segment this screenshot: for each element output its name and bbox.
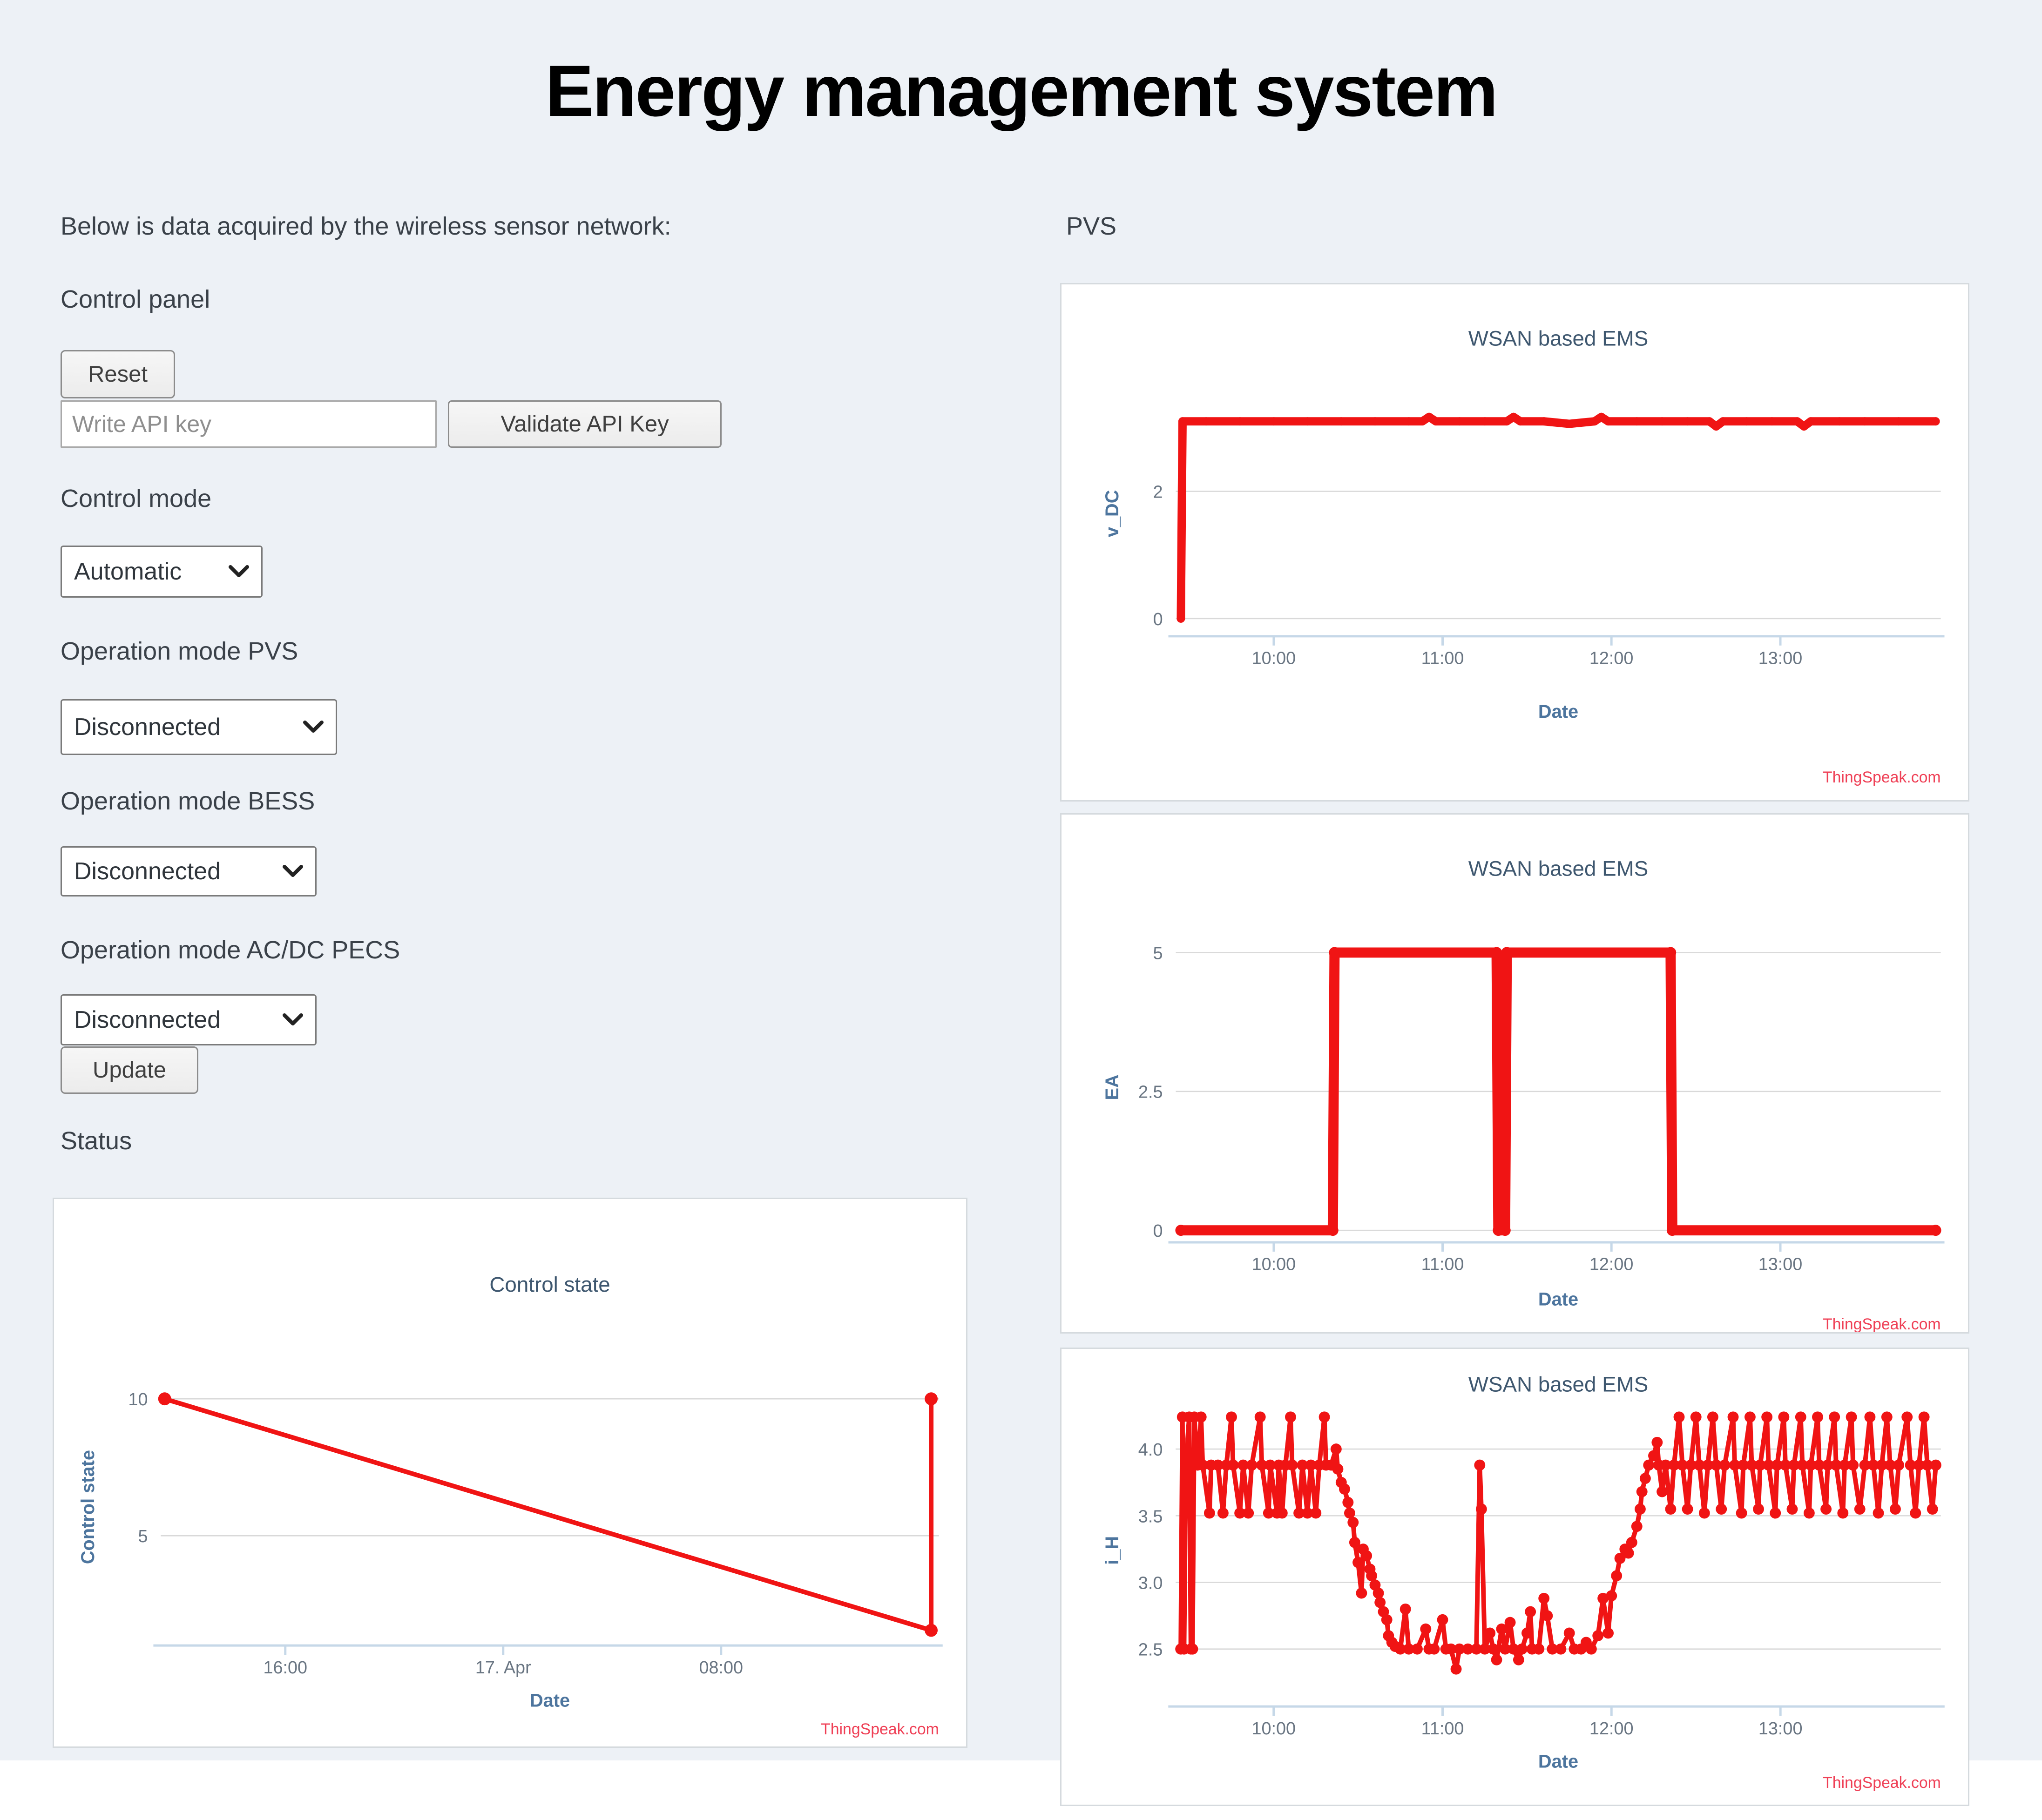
control-mode-value: Automatic [74, 558, 182, 585]
svg-text:ThingSpeak.com: ThingSpeak.com [821, 1720, 939, 1738]
svg-text:Date: Date [530, 1690, 570, 1711]
svg-text:Date: Date [1538, 701, 1578, 722]
svg-text:2.5: 2.5 [1138, 1083, 1163, 1102]
svg-text:ThingSpeak.com: ThingSpeak.com [1823, 1774, 1941, 1792]
svg-text:10:00: 10:00 [1252, 1255, 1296, 1274]
svg-text:11:00: 11:00 [1421, 649, 1464, 668]
svg-text:17. Apr: 17. Apr [475, 1658, 531, 1678]
operation-mode-bess-select[interactable]: Disconnected [61, 846, 317, 897]
svg-text:2.5: 2.5 [1138, 1640, 1163, 1660]
svg-text:10:00: 10:00 [1252, 649, 1296, 668]
svg-text:Control state: Control state [489, 1273, 610, 1296]
operation-mode-pvs-select[interactable]: Disconnected [61, 699, 337, 755]
svg-text:5: 5 [138, 1527, 148, 1546]
pvs-ih-chart: 2.5 3.0 3.5 4.0 10:00 11:00 12:00 13:00 WSAN bas… [1102, 1373, 1945, 1792]
pvs-ea-chart: 0 2.5 5 10:00 11:00 12:00 13:00 WSAN based EMS D… [1102, 856, 1945, 1332]
chevron-down-icon [303, 721, 324, 733]
svg-text:ThingSpeak.com: ThingSpeak.com [1823, 768, 1941, 786]
pvs-ea-chart-box: 0 2.5 5 10:00 11:00 12:00 13:00 WSAN based EMS D… [1060, 813, 1969, 1334]
svg-text:WSAN based EMS: WSAN based EMS [1468, 1373, 1648, 1396]
reset-button[interactable]: Reset [61, 350, 175, 398]
svg-text:i_H: i_H [1102, 1536, 1122, 1565]
svg-text:10: 10 [128, 1390, 148, 1409]
status-label: Status [61, 1127, 132, 1155]
svg-text:12:00: 12:00 [1589, 1719, 1634, 1739]
svg-text:3.5: 3.5 [1138, 1507, 1163, 1526]
svg-text:EA: EA [1102, 1074, 1122, 1100]
svg-text:ThingSpeak.com: ThingSpeak.com [1823, 1315, 1941, 1332]
svg-text:13:00: 13:00 [1758, 1719, 1803, 1739]
svg-text:08:00: 08:00 [699, 1658, 743, 1678]
api-key-input[interactable] [61, 400, 437, 448]
svg-text:2: 2 [1153, 483, 1163, 502]
validate-api-key-button[interactable]: Validate API Key [448, 400, 722, 448]
control-mode-label: Control mode [61, 485, 212, 512]
svg-text:Control state: Control state [78, 1450, 98, 1564]
pvs-section-label: PVS [1066, 212, 1117, 240]
svg-text:11:00: 11:00 [1421, 1255, 1464, 1274]
operation-mode-pecs-select[interactable]: Disconnected [61, 994, 317, 1045]
operation-mode-bess-label: Operation mode BESS [61, 787, 315, 815]
svg-text:11:00: 11:00 [1421, 1719, 1464, 1739]
chevron-down-icon [283, 865, 303, 877]
svg-text:4.0: 4.0 [1138, 1440, 1163, 1460]
page-title: Energy management system [545, 50, 1498, 132]
chevron-down-icon [283, 1013, 303, 1025]
svg-text:WSAN based EMS: WSAN based EMS [1468, 326, 1648, 350]
svg-text:Date: Date [1538, 1751, 1578, 1772]
svg-text:10:00: 10:00 [1251, 1719, 1296, 1739]
svg-text:16:00: 16:00 [263, 1658, 307, 1678]
svg-text:13:00: 13:00 [1758, 649, 1803, 668]
svg-text:0: 0 [1153, 610, 1163, 629]
update-button[interactable]: Update [61, 1046, 198, 1094]
control-panel-label: Control panel [61, 285, 210, 313]
operation-mode-pecs-label: Operation mode AC/DC PECS [61, 936, 400, 964]
svg-text:3.0: 3.0 [1138, 1574, 1163, 1593]
pvs-vdc-chart-box: 0 2 10:00 11:00 12:00 13:00 WSAN based EMS Date… [1060, 283, 1969, 802]
chevron-down-icon [229, 565, 249, 577]
svg-text:12:00: 12:00 [1589, 649, 1634, 668]
svg-text:5: 5 [1153, 944, 1163, 963]
operation-mode-pvs-value: Disconnected [74, 714, 221, 741]
operation-mode-bess-value: Disconnected [74, 858, 221, 885]
svg-text:Date: Date [1538, 1289, 1578, 1309]
pvs-ih-chart-box: 2.5 3.0 3.5 4.0 10:00 11:00 12:00 13:00 WSAN bas… [1060, 1348, 1969, 1806]
svg-text:v_DC: v_DC [1102, 490, 1122, 537]
operation-mode-pvs-label: Operation mode PVS [61, 637, 298, 665]
intro-text: Below is data acquired by the wireless s… [61, 212, 671, 240]
svg-text:13:00: 13:00 [1758, 1255, 1803, 1274]
svg-text:WSAN based EMS: WSAN based EMS [1468, 856, 1648, 880]
pvs-vdc-chart: 0 2 10:00 11:00 12:00 13:00 WSAN based EMS Date… [1102, 326, 1945, 786]
control-mode-select[interactable]: Automatic [61, 546, 263, 598]
svg-text:12:00: 12:00 [1589, 1255, 1634, 1274]
svg-text:0: 0 [1153, 1221, 1163, 1241]
operation-mode-pecs-value: Disconnected [74, 1006, 221, 1033]
